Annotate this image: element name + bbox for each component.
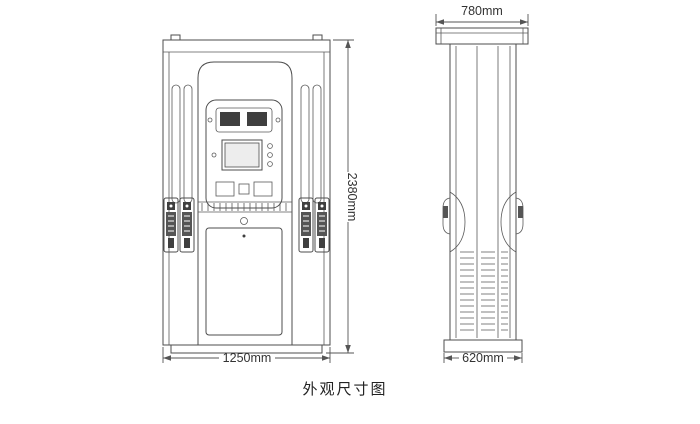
gun-holster-1	[163, 197, 179, 253]
console-button-4	[211, 152, 217, 158]
gun-holster-2	[179, 197, 195, 253]
console-screw-left	[207, 117, 213, 123]
dim-label-front-width: 1250mm	[223, 351, 272, 365]
gun-holster-4	[314, 197, 330, 253]
front-top-tab-right	[312, 34, 323, 41]
charging-gun-holsters	[163, 197, 330, 253]
arrowhead	[444, 355, 452, 361]
console-screen-frame	[221, 139, 263, 171]
front-lock-ring	[240, 217, 248, 225]
arrowhead	[163, 355, 171, 361]
side-panel-seams	[455, 46, 511, 338]
side-view	[435, 27, 529, 353]
console-display-header	[215, 107, 273, 133]
dim-label-depth: 620mm	[462, 351, 504, 365]
arrowhead	[520, 19, 528, 25]
side-gun-handles	[442, 191, 524, 253]
console-screw-right	[275, 117, 281, 123]
dimension-overall-height: 2380mm	[326, 39, 359, 354]
side-base-foot	[443, 339, 523, 353]
console-button-3	[267, 161, 273, 167]
console-keypad-center	[238, 183, 250, 195]
front-lower-door	[205, 227, 283, 336]
arrowhead	[345, 345, 351, 353]
side-canopy	[435, 27, 529, 45]
console-button-1	[267, 143, 273, 149]
arrowhead	[436, 19, 444, 25]
arrowhead	[345, 40, 351, 48]
side-column	[449, 43, 517, 341]
diagram-caption: 外观尺寸图	[302, 381, 387, 398]
dimension-front-width: 1250mm	[162, 347, 331, 365]
front-base-plinth	[170, 344, 323, 354]
console-keypad-left	[215, 181, 235, 197]
front-center-column	[197, 61, 293, 345]
price-display-left	[220, 112, 240, 126]
front-keyhole-dot	[242, 234, 246, 238]
gun-holster-3	[298, 197, 314, 253]
dimension-depth: 620mm	[443, 351, 523, 365]
console-screen	[224, 142, 260, 168]
side-vent-louvers	[460, 251, 508, 331]
front-console	[205, 99, 283, 209]
console-keypad-right	[253, 181, 273, 197]
console-button-2	[267, 152, 273, 158]
front-vent-band	[198, 201, 292, 213]
front-body-outline	[162, 39, 331, 346]
front-top-tab-left	[170, 34, 181, 41]
dim-label-overall-height: 2380mm	[345, 173, 359, 222]
dim-label-top-width: 780mm	[461, 4, 503, 18]
price-display-right	[247, 112, 267, 126]
dimension-top-width: 780mm	[435, 4, 529, 26]
arrowhead	[322, 355, 330, 361]
front-view	[162, 34, 331, 354]
arrowhead	[514, 355, 522, 361]
